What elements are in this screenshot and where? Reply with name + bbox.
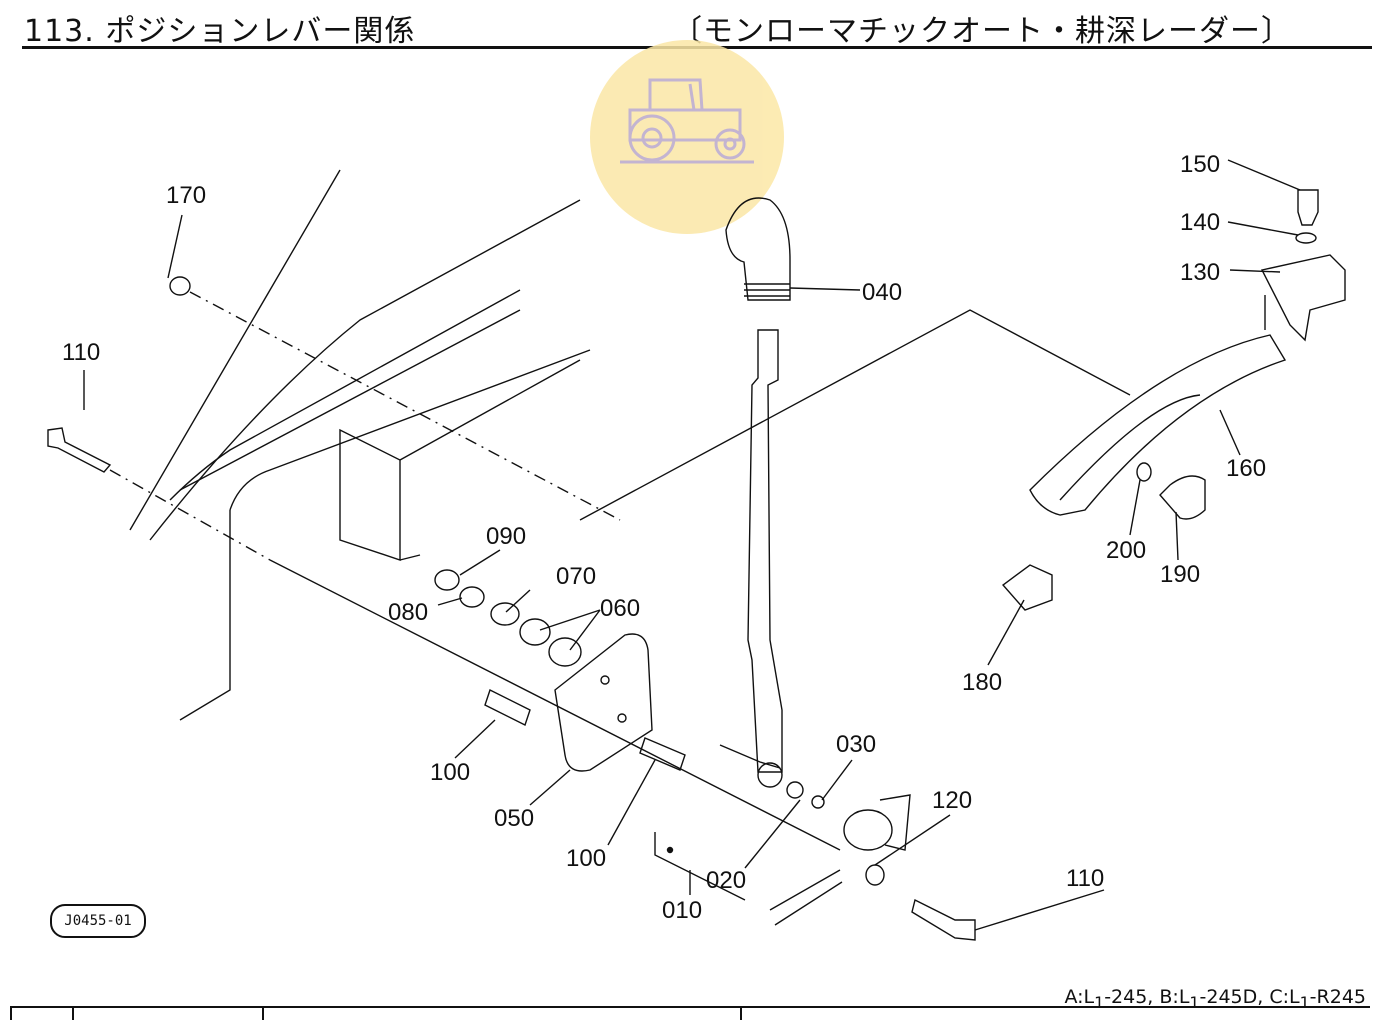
watermark-logo: [590, 40, 784, 234]
part-label-180: 180: [962, 669, 1002, 696]
figure-code-badge: J0455-01: [50, 904, 146, 938]
page-title: 113. ポジションレバー関係: [24, 14, 416, 49]
part-label-150: 150: [1180, 151, 1220, 178]
part-label-030: 030: [836, 731, 876, 758]
model-c-subscript: 1: [1299, 992, 1310, 1012]
part-label-100-left: 100: [430, 759, 470, 786]
tractor-icon: [620, 78, 754, 164]
part-label-160: 160: [1226, 455, 1266, 482]
part-label-120: 120: [932, 787, 972, 814]
body-outline: [129, 169, 341, 531]
part-label-110-left: 110: [62, 339, 100, 366]
part-label-110-right: 110: [1066, 865, 1104, 892]
table-divider: [10, 1006, 12, 1020]
table-divider: [72, 1006, 74, 1020]
part-label-060: 060: [600, 595, 640, 622]
model-a-subscript: 1: [1094, 992, 1105, 1012]
part-label-100-right: 100: [566, 845, 606, 872]
lever-rod: [747, 329, 783, 773]
part-label-130: 130: [1180, 259, 1220, 286]
table-divider: [740, 1006, 742, 1020]
model-c-rest: -R245: [1309, 986, 1366, 1008]
table-divider: [262, 1006, 264, 1020]
quadrant-plate: [1029, 334, 1287, 516]
part-number-labels: 170 110 040 150 140 130 160 200 190 180 …: [62, 151, 1266, 924]
model-a-prefix: A:L: [1064, 986, 1095, 1008]
part-label-080: 080: [388, 599, 428, 626]
part-label-190: 190: [1160, 561, 1200, 588]
model-b-rest: -245D, C:L: [1199, 986, 1300, 1008]
part-label-140: 140: [1180, 209, 1220, 236]
part-label-090: 090: [486, 523, 526, 550]
part-label-070: 070: [556, 563, 596, 590]
bracket-plate: [554, 633, 653, 772]
part-label-040: 040: [862, 279, 902, 306]
part-label-050: 050: [494, 805, 534, 832]
part-label-010: 010: [662, 897, 702, 924]
lever-grip: [725, 197, 791, 301]
part-label-200: 200: [1106, 537, 1146, 564]
page-subtitle: 〔モンローマチックオート・耕深レーダー〕: [672, 14, 1292, 49]
part-label-020: 020: [706, 867, 746, 894]
model-b-subscript: 1: [1189, 992, 1200, 1012]
parts-table-top-rule: [10, 1006, 1370, 1008]
model-a-rest: -245, B:L: [1104, 986, 1190, 1008]
part-label-170: 170: [166, 182, 206, 209]
footer-model-list: A:L1-245, B:L1-245D, C:L1-R245: [1064, 986, 1366, 1012]
